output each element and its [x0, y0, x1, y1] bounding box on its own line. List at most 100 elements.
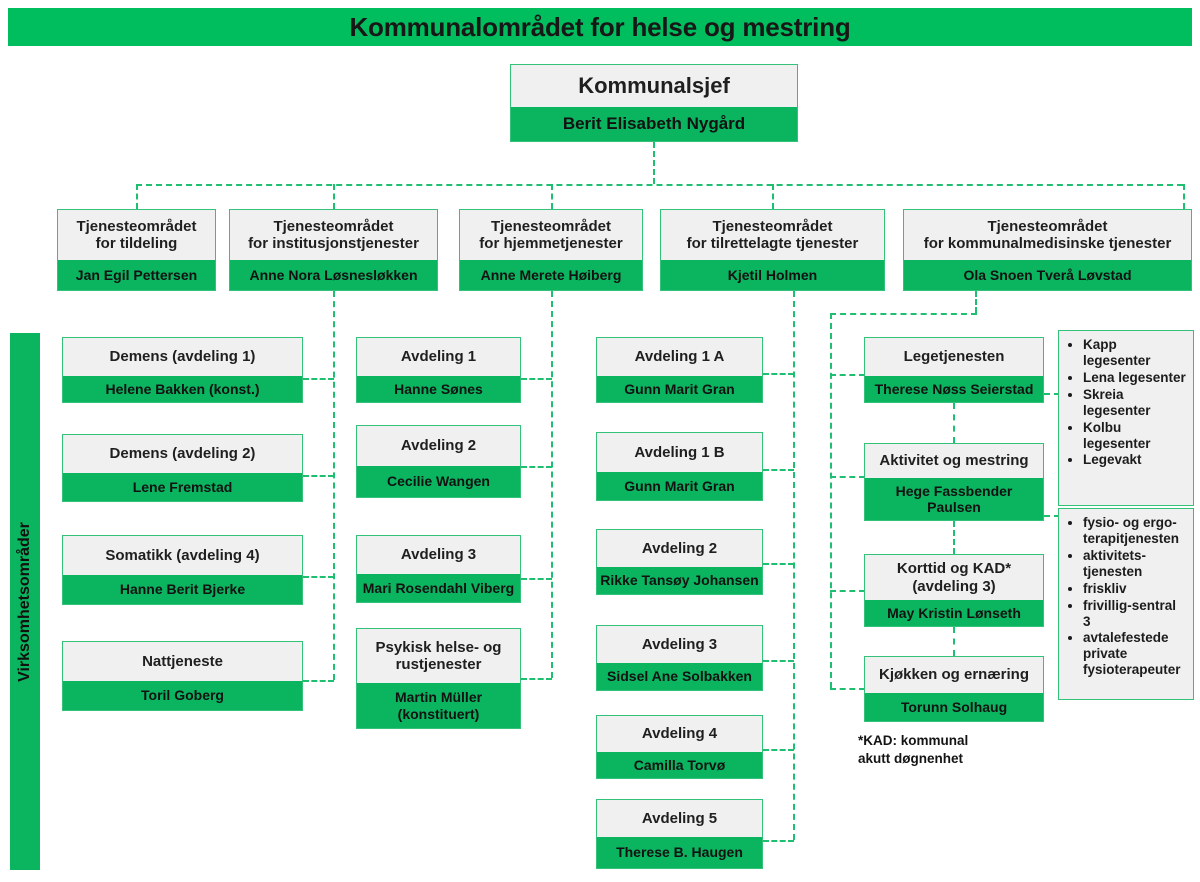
node-title-line1: Tjenesteområdet [76, 217, 197, 235]
node-kommunalsjef[interactable]: Kommunalsjef Berit Elisabeth Nygård [510, 64, 798, 142]
connector-branch-h4 [763, 660, 794, 662]
node-title-line1: Tjenesteområdet [490, 217, 612, 235]
node-hjemme-avdeling-1a[interactable]: Avdeling 1 A Gunn Marit Gran [596, 337, 763, 403]
node-title: Demens (avdeling 2) [63, 435, 302, 473]
node-title-line1: Psykisk helse- og [375, 638, 502, 656]
node-title-line2: for tilrettelagte tjenester [686, 235, 859, 252]
connector-branch-h6 [763, 840, 794, 842]
node-title: Avdeling 1 A [597, 338, 762, 376]
node-person-line2: (konstituert) [397, 705, 480, 722]
node-title: Avdeling 3 [357, 536, 520, 574]
node-hjemme-avdeling-5[interactable]: Avdeling 5 Therese B. Haugen [596, 799, 763, 869]
node-legetjenesten[interactable]: Legetjenesten Therese Nøss Seierstad [864, 337, 1044, 403]
node-title: Avdeling 1 B [597, 433, 762, 472]
connector-drop-kommunalmed-top [975, 291, 977, 313]
node-korttid-og-kad[interactable]: Korttid og KAD*(avdeling 3) May Kristin … [864, 554, 1044, 627]
list-item: Kolbu legesenter [1083, 420, 1187, 452]
connector-branch-i1 [521, 378, 552, 380]
connector-branch-t4 [303, 680, 334, 682]
list-item: friskliv [1083, 581, 1187, 597]
node-person: Berit Elisabeth Nygård [511, 107, 797, 141]
node-title: Avdeling 1 [357, 338, 520, 376]
connector-branch-k3 [830, 590, 865, 592]
node-person: Helene Bakken (konst.) [63, 376, 302, 402]
connector-spine-institusjon [551, 291, 553, 678]
connector-branch-h1 [763, 373, 794, 375]
node-title: Demens (avdeling 1) [63, 338, 302, 376]
node-institusjon-avdeling-2[interactable]: Avdeling 2 Cecilie Wangen [356, 425, 521, 498]
connector-branch-t1 [303, 378, 334, 380]
connector-branch-i2 [521, 466, 552, 468]
node-person: May Kristin Lønseth [865, 600, 1043, 626]
connector-branch-k2 [830, 476, 865, 478]
footnote-line1: *KAD: kommunal [858, 733, 969, 748]
node-person: Gunn Marit Gran [597, 472, 762, 500]
node-title-line1: Tjenesteområdet [712, 217, 833, 235]
node-demens-avdeling-2[interactable]: Demens (avdeling 2) Lene Fremstad [62, 434, 303, 502]
connector-bus-departments [136, 184, 1183, 186]
connector-trunk-top [653, 142, 655, 184]
node-title-line1: Tjenesteområdet [273, 217, 394, 235]
node-person: Therese Nøss Seierstad [865, 376, 1043, 402]
node-nattjeneste[interactable]: Nattjeneste Toril Goberg [62, 641, 303, 711]
connector-branch-h2 [763, 469, 794, 471]
connector-link-k1-k2 [953, 403, 955, 443]
node-person: Cecilie Wangen [357, 466, 520, 497]
node-title-line2: for tildeling [95, 235, 178, 252]
node-hjemme-avdeling-3[interactable]: Avdeling 3 Sidsel Ane Solbakken [596, 625, 763, 691]
connector-branch-t2 [303, 475, 334, 477]
node-person: Mari Rosendahl Viberg [357, 574, 520, 602]
node-title: Somatikk (avdeling 4) [63, 536, 302, 575]
node-demens-avdeling-1[interactable]: Demens (avdeling 1) Helene Bakken (konst… [62, 337, 303, 403]
node-title-line2: for institusjonstjenester [248, 235, 419, 252]
node-title: Kommunalsjef [511, 65, 797, 107]
node-person: Lene Fremstad [63, 473, 302, 501]
node-title: Avdeling 4 [597, 716, 762, 752]
node-title-line1: Korttid og KAD* [896, 560, 1012, 578]
connector-branch-h3 [763, 563, 794, 565]
node-institusjon-avdeling-1[interactable]: Avdeling 1 Hanne Sønes [356, 337, 521, 403]
node-person: Anne Merete Høiberg [460, 260, 642, 290]
footnote-line2: akutt døgnenhet [858, 750, 963, 766]
connector-spine-kommunalmed [830, 313, 832, 688]
node-title-line2: for hjemmetjenester [479, 235, 623, 252]
node-person: Gunn Marit Gran [597, 376, 762, 402]
node-title-line1: Tjenesteområdet [987, 217, 1108, 235]
node-person: Martin Müller(konstituert) [357, 683, 520, 728]
node-person: Anne Nora Løsnesløkken [230, 260, 437, 290]
connector-bus-kommunalmed [830, 313, 977, 315]
list-item: Lena legesenter [1083, 370, 1187, 386]
list-item: aktivitets-tjenesten [1083, 548, 1187, 580]
node-person: Toril Goberg [63, 681, 302, 710]
node-title: Kjøkken og ernæring [865, 657, 1043, 693]
connector-branch-list-aktivitet [1044, 515, 1060, 517]
node-institusjon-avdeling-3[interactable]: Avdeling 3 Mari Rosendahl Viberg [356, 535, 521, 603]
node-title-line2: rustjenester [395, 656, 482, 673]
node-hjemme-avdeling-1b[interactable]: Avdeling 1 B Gunn Marit Gran [596, 432, 763, 501]
node-somatikk-avdeling-4[interactable]: Somatikk (avdeling 4) Hanne Berit Bjerke [62, 535, 303, 605]
list-item: Kapp legesenter [1083, 337, 1187, 369]
node-hjemme-avdeling-2[interactable]: Avdeling 2 Rikke Tansøy Johansen [596, 529, 763, 595]
connector-branch-k4 [830, 688, 865, 690]
connector-drop-dept-3 [551, 184, 553, 209]
node-hjemme-avdeling-4[interactable]: Avdeling 4 Camilla Torvø [596, 715, 763, 779]
connector-drop-dept-2 [333, 184, 335, 209]
list-legesentre: Kapp legesenter Lena legesenter Skreia l… [1058, 330, 1194, 506]
node-title: Nattjeneste [63, 642, 302, 681]
node-kjokken-og-ernaering[interactable]: Kjøkken og ernæring Torunn Solhaug [864, 656, 1044, 722]
node-person: Sidsel Ane Solbakken [597, 663, 762, 690]
connector-branch-i4 [521, 678, 552, 680]
